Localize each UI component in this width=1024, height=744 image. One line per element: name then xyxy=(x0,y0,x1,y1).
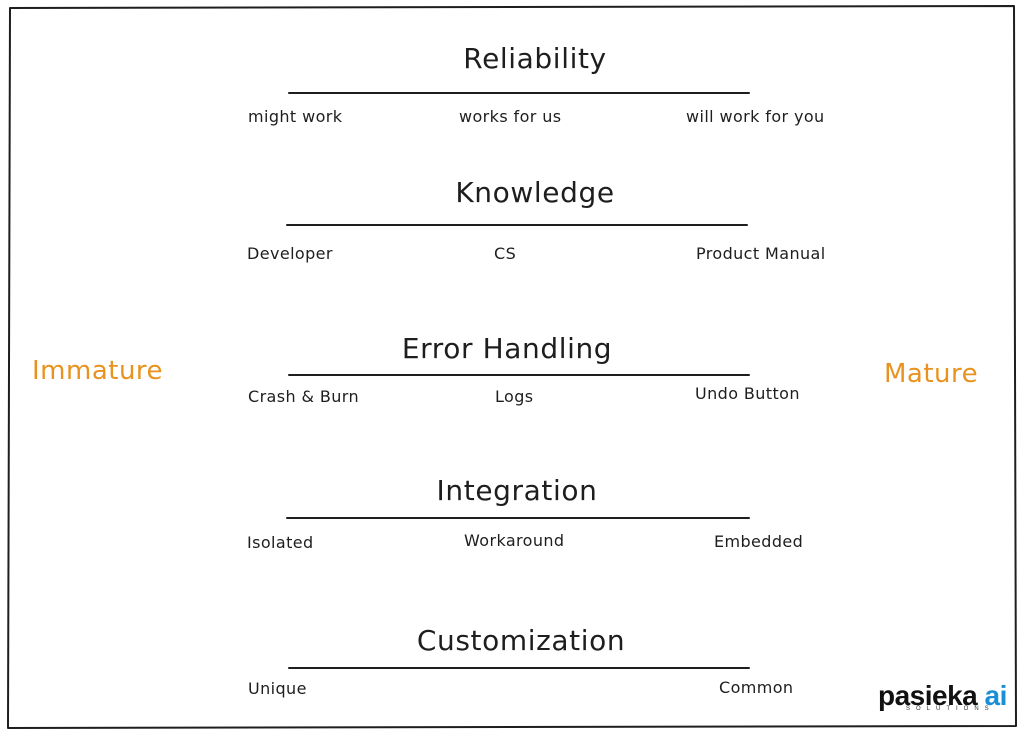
tick-label-right: will work for you xyxy=(686,107,825,126)
tick-label-middle: CS xyxy=(494,244,517,263)
tick-label-right: Common xyxy=(719,678,794,697)
tick-label-left: Crash & Burn xyxy=(248,387,360,406)
immature-label: Immature xyxy=(32,356,164,386)
section-integration: Integration Isolated Workaround Embedded xyxy=(230,474,840,594)
section-title: Knowledge xyxy=(455,176,615,209)
tick-label-right: Product Manual xyxy=(696,244,826,263)
tick-label-middle: works for us xyxy=(459,107,562,126)
section-axis-line xyxy=(288,667,750,669)
section-title: Error Handling xyxy=(401,332,613,365)
pasieka-ai-logo: pasieka ai SOLUTIONS xyxy=(878,680,1008,720)
tick-label-left: Isolated xyxy=(247,533,314,552)
logo-wordmark: pasieka ai xyxy=(878,680,1007,712)
tick-label-left: Developer xyxy=(247,244,333,263)
tick-label-middle: Workaround xyxy=(464,531,565,550)
section-title: Reliability xyxy=(463,42,607,75)
section-title: Integration xyxy=(436,474,598,507)
tick-label-left: Unique xyxy=(248,679,307,698)
tick-label-left: might work xyxy=(248,107,343,126)
logo-suffix: ai xyxy=(984,680,1008,711)
tick-label-right: Undo Button xyxy=(695,384,800,403)
section-customization: Customization Unique Common xyxy=(230,624,840,744)
tick-label-right: Embedded xyxy=(714,532,804,551)
section-reliability: Reliability might work works for us will… xyxy=(230,42,840,162)
section-title: Customization xyxy=(416,624,626,657)
section-axis-line xyxy=(286,224,748,226)
mature-label: Mature xyxy=(884,359,979,389)
section-axis-line xyxy=(286,517,750,519)
section-knowledge: Knowledge Developer CS Product Manual xyxy=(230,176,840,296)
section-axis-line xyxy=(288,374,750,376)
section-error-handling: Error Handling Crash & Burn Logs Undo Bu… xyxy=(230,332,840,452)
section-axis-line xyxy=(288,92,750,94)
logo-name: pasieka xyxy=(878,680,978,711)
tick-label-middle: Logs xyxy=(495,387,534,406)
logo-tagline: SOLUTIONS xyxy=(906,706,995,712)
